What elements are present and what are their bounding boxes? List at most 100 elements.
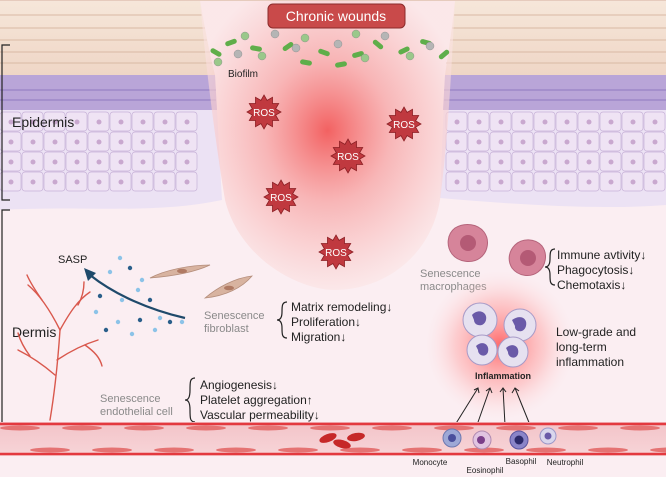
bacterium-coccus xyxy=(300,33,310,43)
cell-nucleus xyxy=(476,139,482,145)
cell-nucleus xyxy=(608,119,614,125)
sasp-particle xyxy=(137,317,143,323)
cell-nucleus xyxy=(564,119,570,125)
endothelial-cell-bottom xyxy=(30,447,70,453)
sasp-arrow xyxy=(89,274,186,320)
cell-nucleus xyxy=(74,159,80,165)
cell-nucleus xyxy=(498,139,504,145)
cell-nucleus xyxy=(74,119,80,125)
cell-nucleus xyxy=(520,179,526,185)
sasp-particle xyxy=(115,319,121,325)
bacterium-rod xyxy=(352,51,364,58)
cell-nucleus xyxy=(520,139,526,145)
ros-label: ROS xyxy=(393,120,415,131)
ros-star: ROS xyxy=(318,234,354,270)
inflammation-desc-3: inflammation xyxy=(556,355,624,369)
cell-nucleus xyxy=(8,139,14,145)
cell-nucleus xyxy=(564,139,570,145)
bacterium-coccus xyxy=(291,43,301,53)
cell-nucleus xyxy=(162,179,168,185)
cell-nucleus xyxy=(140,119,146,125)
cell-nucleus xyxy=(30,119,36,125)
ros-label: ROS xyxy=(325,248,347,259)
sasp-particles xyxy=(93,255,185,337)
epidermis-label: Epidermis xyxy=(12,114,74,130)
cell-nucleus xyxy=(542,119,548,125)
fibroblast-effect-2: Proliferation↓ xyxy=(291,315,361,329)
sasp-particle xyxy=(135,287,141,293)
cell-nucleus xyxy=(184,159,190,165)
cell-nucleus xyxy=(30,179,36,185)
endothelial-cell-bottom xyxy=(340,447,380,453)
macrophage-cells xyxy=(447,224,546,276)
endothelial-effect-2: Platelet aggregation↑ xyxy=(200,393,313,407)
cell-nucleus xyxy=(630,139,636,145)
cell-nucleus xyxy=(542,179,548,185)
ros-star: ROS xyxy=(246,94,282,130)
bacterium-coccus xyxy=(270,29,280,39)
sasp-particle xyxy=(147,297,153,303)
sasp-particle xyxy=(157,315,163,321)
cell-nucleus xyxy=(140,139,146,145)
cell-nucleus xyxy=(498,119,504,125)
ros-star: ROS xyxy=(330,138,366,174)
endothelial-effect-1: Angiogenesis↓ xyxy=(200,378,278,392)
sasp-particle xyxy=(179,319,185,325)
bacterium-rod xyxy=(282,41,294,52)
endothelial-cell-bottom xyxy=(588,447,628,453)
sasp-particle xyxy=(117,255,123,261)
macrophage-label-line1: Senescence xyxy=(420,268,481,280)
cell-nucleus xyxy=(564,159,570,165)
endothelial-cell-top xyxy=(124,425,164,431)
cell-nucleus xyxy=(652,139,658,145)
fibroblast-label-line2: fibroblast xyxy=(204,323,249,335)
cell-nucleus xyxy=(454,139,460,145)
bacterium-coccus xyxy=(380,31,390,41)
cell-nucleus xyxy=(454,119,460,125)
bacterium-rod xyxy=(335,61,347,68)
cell-nucleus xyxy=(96,119,102,125)
cell-nucleus xyxy=(52,159,58,165)
fibroblast-brace xyxy=(276,301,288,339)
endothelial-effect-3: Vascular permeability↓ xyxy=(200,408,320,422)
endothelial-cell-top xyxy=(620,425,660,431)
dermis-label: Dermis xyxy=(12,324,56,340)
cell-nucleus xyxy=(96,179,102,185)
cell-nucleus xyxy=(52,119,58,125)
cell-nucleus xyxy=(118,159,124,165)
wound-bed xyxy=(200,0,455,290)
fibroblast-cells xyxy=(149,264,253,299)
monocyte-label: Monocyte xyxy=(413,458,448,467)
endothelial-cell-bottom xyxy=(650,447,666,453)
cell-nucleus xyxy=(162,159,168,165)
fibroblast-label-line1: Senescence xyxy=(204,310,265,322)
bacterium-rod xyxy=(225,38,237,47)
sasp-particle xyxy=(97,293,103,299)
cell-nucleus xyxy=(454,179,460,185)
bacterium-coccus xyxy=(233,49,243,59)
cell-nucleus xyxy=(476,179,482,185)
endothelial-cell-bottom xyxy=(216,447,256,453)
epidermal-cells xyxy=(0,111,666,192)
cell-nucleus xyxy=(498,179,504,185)
ros-markers: ROS ROS ROS ROS ROS xyxy=(246,94,422,270)
ros-label: ROS xyxy=(270,193,292,204)
bacterium-coccus xyxy=(351,29,361,39)
bacterium-rod xyxy=(398,46,410,55)
macrophage-effect-1: Immune avtivity↓ xyxy=(557,248,646,262)
sasp-arrowhead xyxy=(84,268,96,281)
cell-nucleus xyxy=(96,159,102,165)
endothelial-cell-top xyxy=(248,425,288,431)
endothelial-cell-top xyxy=(496,425,536,431)
endothelial-cell-bottom xyxy=(402,447,442,453)
ros-star: ROS xyxy=(263,179,299,215)
cell-nucleus xyxy=(652,179,658,185)
endothelial-cell-top xyxy=(558,425,598,431)
bacterium-coccus xyxy=(405,51,415,61)
cell-nucleus xyxy=(542,139,548,145)
bacterium-coccus xyxy=(257,51,267,61)
bacterium-rod xyxy=(250,45,262,52)
macrophage-effect-3: Chemotaxis↓ xyxy=(557,278,626,292)
cell-nucleus xyxy=(96,139,102,145)
endothelial-cell-top xyxy=(186,425,226,431)
